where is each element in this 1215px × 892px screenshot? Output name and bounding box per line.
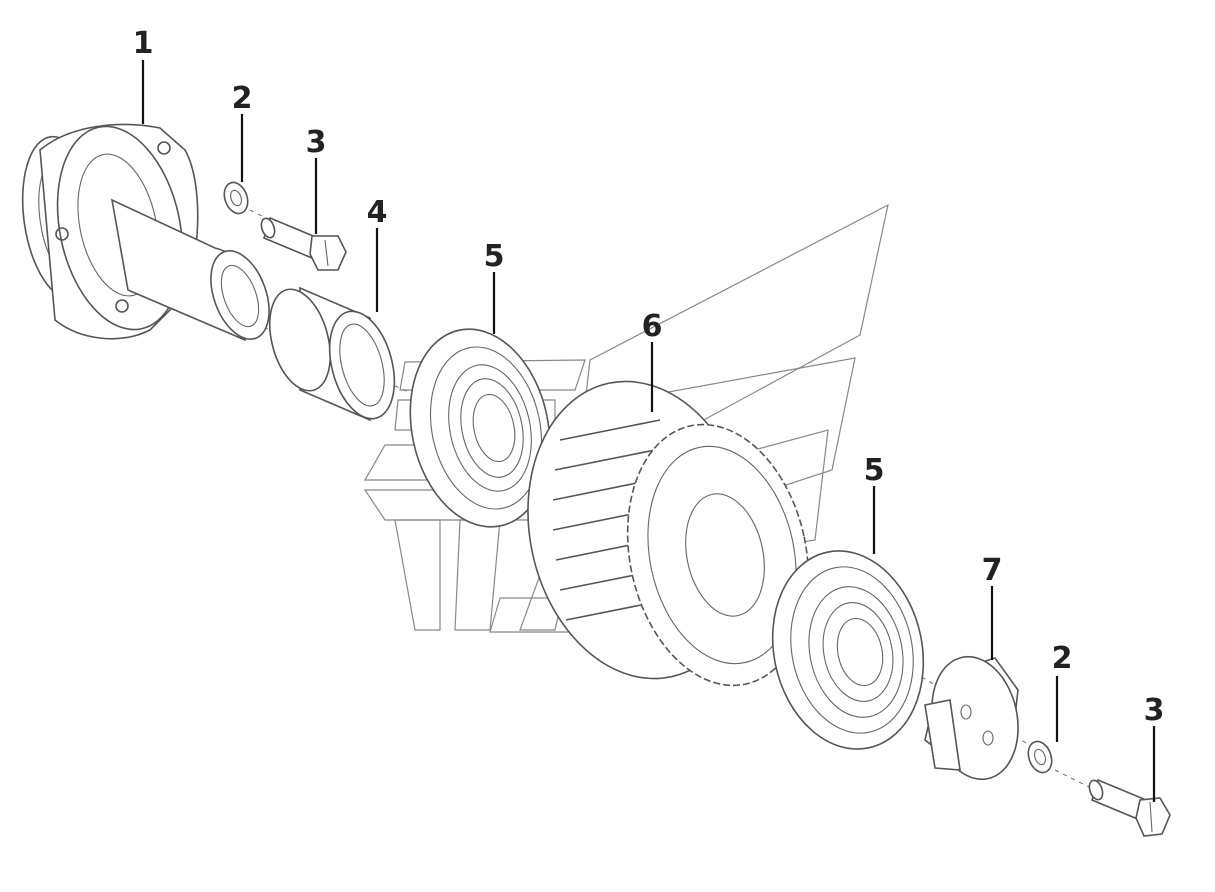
part-5-bearing-right [771,550,925,750]
callout-3-upper: 3 [306,125,327,160]
callout-labels: 1 2 3 4 5 6 5 7 2 3 [133,26,1165,728]
callout-2-upper: 2 [232,81,253,116]
callout-5-right: 5 [864,453,885,488]
part-3-bolt-lower [1088,778,1171,837]
part-2-washer-lower [1027,740,1053,774]
part-1-flange-shaft [21,123,270,342]
part-4-sleeve [268,286,396,422]
leader-lines [141,60,1156,802]
callout-7: 7 [982,553,1003,588]
part-2-washer-upper [223,181,249,215]
part-6-helical-gear [527,380,810,687]
callout-6: 6 [642,309,663,344]
callout-3-lower: 3 [1144,693,1165,728]
callout-2-lower: 2 [1052,641,1073,676]
callout-1: 1 [133,26,154,61]
part-7-retainer-plate [924,655,1019,781]
part-5-bearing-left [409,328,551,528]
callout-4: 4 [367,195,388,230]
part-3-bolt-upper [260,216,347,271]
callout-5-left: 5 [484,239,505,274]
